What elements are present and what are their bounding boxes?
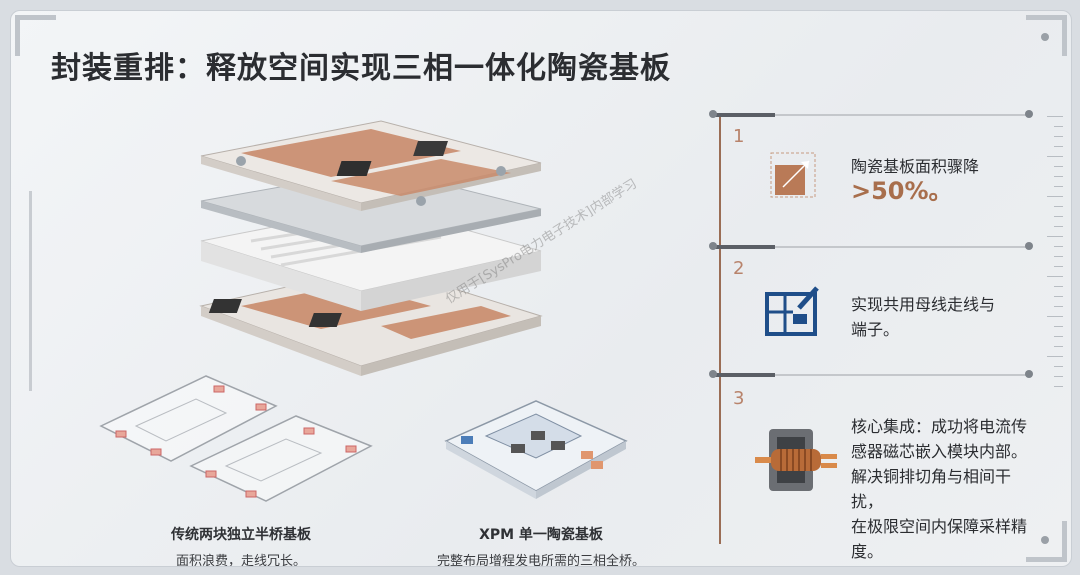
divider-dot [709, 110, 717, 118]
divider-dot [1025, 242, 1033, 250]
corner-bracket [15, 15, 56, 56]
benefit-3-line: 核心集成：成功将电流传 [851, 417, 1028, 436]
area-shrink-icon [770, 152, 816, 198]
screw-icon [1041, 33, 1049, 41]
benefit-3-line: 在极限空间内保障采样精 [851, 517, 1028, 536]
benefit-1-text: 陶瓷基板面积骤降 >50%。 [851, 154, 979, 204]
xpm-single-ceramic-board-illustration [444, 400, 628, 499]
benefit-3-text: 核心集成：成功将电流传 感器磁芯嵌入模块内部。 解决铜排切角与相间干扰， 在极限… [851, 414, 1031, 564]
current-sensor-core-icon [755, 429, 837, 491]
corner-bracket [1026, 15, 1067, 56]
benefit-3-line: 解决铜排切角与相间干扰， [851, 467, 1012, 511]
xpm-board-caption: XPM 单一陶瓷基板 完整布局增程发电所需的三相全桥。 [411, 524, 671, 567]
busbar-layout-icon [765, 286, 819, 336]
page-title: 封装重排：释放空间实现三相一体化陶瓷基板 [51, 51, 671, 86]
benefit-2-line1: 实现共用母线走线与 [851, 295, 996, 314]
traditional-board-caption: 传统两块独立半桥基板 面积浪费，走线冗长。 [101, 524, 381, 567]
divider-dot [709, 370, 717, 378]
benefit-number: 3 [733, 388, 745, 409]
divider-dot [1025, 110, 1033, 118]
divider-dot [1025, 370, 1033, 378]
benefit-number: 1 [733, 126, 745, 147]
corner-bracket [1026, 521, 1067, 562]
traditional-board-heading: 传统两块独立半桥基板 [171, 527, 311, 543]
xpm-board-heading: XPM 单一陶瓷基板 [479, 527, 603, 543]
benefit-1-highlight: >50%。 [851, 177, 953, 205]
section-divider [715, 245, 1031, 249]
section-divider [715, 113, 1031, 117]
benefit-2-text: 实现共用母线走线与 端子。 [851, 292, 995, 342]
traditional-board-subtext: 面积浪费，走线冗长。 [175, 554, 306, 567]
timeline-line [719, 114, 721, 544]
benefit-number: 2 [733, 258, 745, 279]
benefit-1-label: 陶瓷基板面积骤降 [851, 157, 980, 176]
section-divider [715, 373, 1031, 377]
xpm-board-subtext: 完整布局增程发电所需的三相全桥。 [436, 554, 645, 567]
ruler-marks [1047, 116, 1063, 396]
benefit-2-line2: 端子。 [851, 320, 900, 339]
benefit-3-line: 度。 [851, 542, 884, 561]
bottom-pcb-layer [199, 265, 543, 376]
exploded-substrate-stack [199, 120, 543, 376]
benefits-panel: 1 陶瓷基板面积骤降 >50%。 2 实现共用母线走线与 端子。 [709, 106, 1033, 561]
benefit-3-line: 感器磁芯嵌入模块内部。 [851, 442, 1028, 461]
two-half-bridge-boards-illustration [99, 375, 373, 502]
side-bracket [29, 191, 38, 391]
divider-dot [709, 242, 717, 250]
slide-frame: 封装重排：释放空间实现三相一体化陶瓷基板 [10, 10, 1072, 567]
top-pcb-layer [200, 120, 542, 211]
screw-icon [1041, 536, 1049, 544]
